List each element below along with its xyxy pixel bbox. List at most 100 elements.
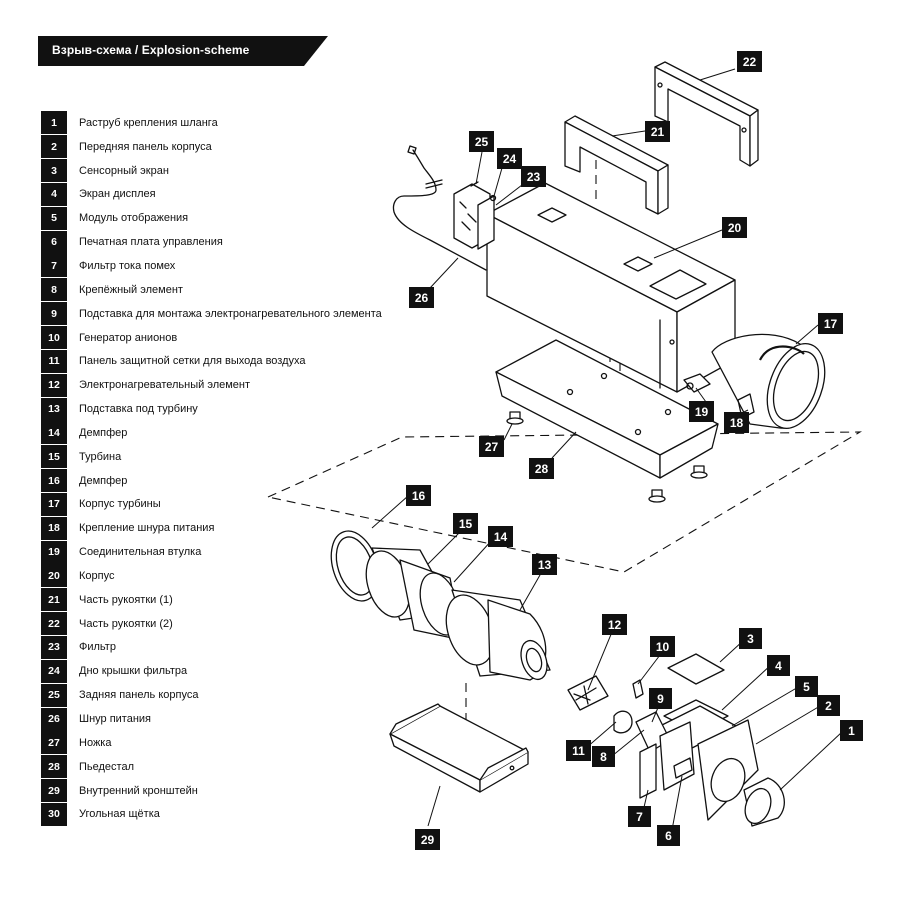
callout-box	[657, 825, 680, 846]
legend-label: Крепление шнура питания	[79, 522, 215, 535]
handle-part-1	[564, 115, 669, 215]
callout-number: 16	[412, 489, 426, 503]
callout-box	[566, 740, 591, 761]
callout-box	[602, 614, 627, 635]
legend-label: Задняя панель корпуса	[79, 689, 199, 702]
callout-box	[724, 412, 749, 433]
callout-number: 4	[775, 659, 782, 673]
control-module	[567, 653, 785, 827]
legend-number: 11	[41, 349, 67, 373]
legend-number: 20	[41, 564, 67, 588]
legend-number: 13	[41, 397, 67, 421]
legend-number: 16	[41, 469, 67, 493]
legend-number: 18	[41, 516, 67, 540]
legend-number: 12	[41, 373, 67, 397]
callout-box	[840, 720, 863, 741]
callout-25: 25	[469, 131, 494, 152]
legend-label: Подставка для монтажа электронагреватель…	[79, 307, 382, 320]
legend-number: 2	[41, 135, 67, 159]
legend-label: Демпфер	[79, 426, 128, 439]
legend-label: Крепёжный элемент	[79, 283, 183, 296]
callout-26: 26	[409, 287, 434, 308]
callout-4: 4	[767, 655, 790, 676]
callout-number: 1	[848, 724, 855, 738]
legend-item: 23 Фильтр	[41, 635, 382, 660]
legend-label: Ножка	[79, 736, 112, 749]
callout-6: 6	[657, 825, 680, 846]
turbine-assembly	[330, 530, 551, 681]
callout-12: 12	[602, 614, 627, 635]
legend-number: 14	[41, 421, 67, 445]
legend-label: Корпус	[79, 569, 115, 582]
legend-label: Часть рукоятки (2)	[79, 617, 173, 630]
callout-3: 3	[739, 628, 762, 649]
callout-box	[722, 217, 747, 238]
callout-box	[415, 829, 440, 850]
callout-number: 29	[421, 833, 435, 847]
callout-8: 8	[592, 746, 615, 767]
callout-box	[592, 746, 615, 767]
legend-label: Подставка под турбину	[79, 403, 198, 416]
callout-box	[406, 485, 431, 506]
legend-label: Панель защитной сетки для выхода воздуха	[79, 355, 306, 368]
callout-box	[767, 655, 790, 676]
legend-item: 4 Экран дисплея	[41, 182, 382, 207]
callout-number: 23	[527, 170, 541, 184]
callout-18: 18	[724, 412, 749, 433]
legend-number: 4	[41, 182, 67, 206]
callout-number: 27	[485, 440, 499, 454]
legend-item: 18 Крепление шнура питания	[41, 516, 382, 540]
legend-item: 20 Корпус	[41, 564, 382, 588]
cord-mount	[683, 373, 755, 419]
callout-box	[521, 166, 546, 187]
callout-5: 5	[795, 676, 818, 697]
legend-label: Угольная щётка	[79, 808, 160, 821]
legend-item: 1 Раструб крепления шланга	[41, 111, 382, 135]
legend-label: Дно крышки фильтра	[79, 665, 188, 678]
callout-number: 28	[535, 462, 549, 476]
callout-number: 13	[538, 558, 552, 572]
callout-15: 15	[453, 513, 478, 534]
callout-13: 13	[532, 554, 557, 575]
callout-1: 1	[840, 720, 863, 741]
callout-box	[650, 636, 675, 657]
power-cord	[392, 145, 487, 271]
callout-number: 9	[657, 692, 664, 706]
turbine-housing	[711, 333, 826, 429]
callout-17: 17	[818, 313, 843, 334]
callout-box	[497, 148, 522, 169]
legend-label: Экран дисплея	[79, 188, 156, 201]
legend-label: Шнур питания	[79, 713, 152, 726]
legend-label: Раструб крепления шланга	[79, 116, 218, 129]
callout-box	[453, 513, 478, 534]
legend-number: 23	[41, 635, 67, 659]
legend-number: 1	[41, 111, 67, 135]
legend-label: Соединительная втулка	[79, 546, 202, 559]
callout-number: 17	[824, 317, 838, 331]
callout-number: 26	[415, 291, 429, 305]
legend-label: Часть рукоятки (1)	[79, 593, 173, 606]
callout-number: 21	[651, 125, 665, 139]
legend-number: 17	[41, 492, 67, 516]
legend-label: Фильтр	[79, 641, 116, 654]
legend-number: 19	[41, 540, 67, 564]
legend-item: 11 Панель защитной сетки для выхода возду…	[41, 349, 382, 373]
callout-number: 24	[503, 152, 517, 166]
legend-item: 14 Демпфер	[41, 421, 382, 445]
legend-label: Пьедестал	[79, 760, 134, 773]
callout-number: 19	[695, 405, 709, 419]
legend-number: 27	[41, 731, 67, 755]
callout-number: 5	[803, 680, 810, 694]
callout-20: 20	[722, 217, 747, 238]
